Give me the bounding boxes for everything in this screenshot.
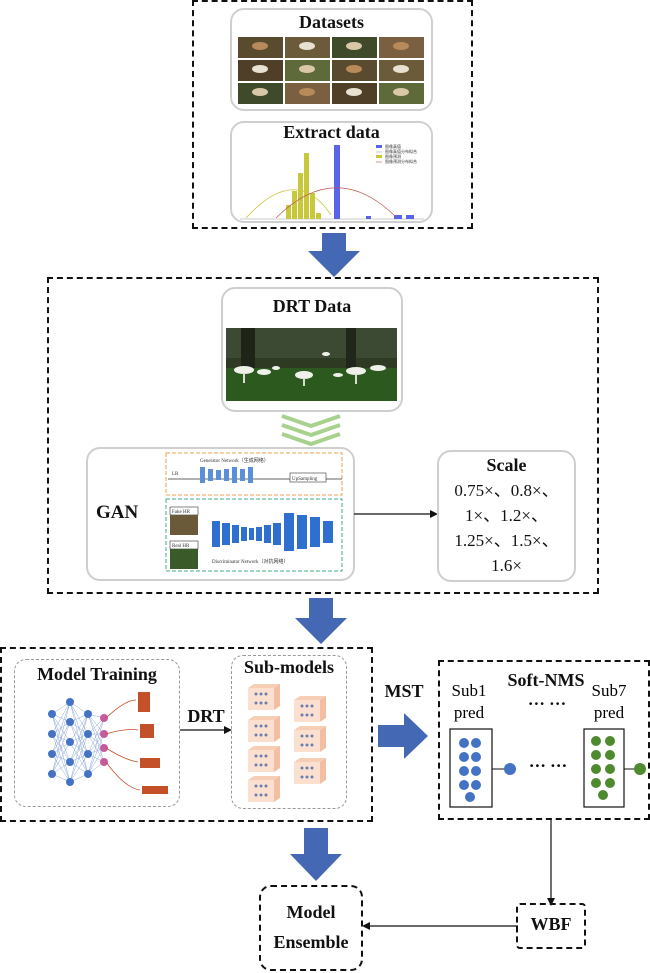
sub1-label: Sub1 pred xyxy=(440,680,498,724)
extract-title: Extract data xyxy=(283,122,380,142)
legend-item: 图像真值分布拟合 xyxy=(385,148,417,154)
network-node xyxy=(48,770,56,778)
scale-line: 0.75×、0.8×、 xyxy=(454,481,559,500)
submodel-cube xyxy=(294,696,326,722)
right-arrow-icon xyxy=(378,713,428,759)
soft-nms-title: Soft-NMS xyxy=(507,670,585,690)
training-section xyxy=(0,647,373,822)
augmentation-section xyxy=(47,277,599,594)
legend-item: 图像预测 xyxy=(385,153,401,159)
sub7-pred-box xyxy=(583,728,646,808)
sub7-line1: Sub7 xyxy=(591,681,627,700)
arrow-right-icon xyxy=(180,726,232,734)
mst-label: MST xyxy=(384,681,424,701)
model-training-box xyxy=(14,659,180,807)
down-arrow-icon xyxy=(295,598,347,644)
scale-title: Scale xyxy=(486,455,527,475)
sub1-pred-box xyxy=(449,728,516,808)
down-arrow-icon xyxy=(290,828,342,881)
network-node xyxy=(84,710,92,718)
network-node xyxy=(84,770,92,778)
arrow-left-icon xyxy=(362,922,518,930)
network-node xyxy=(100,758,108,766)
network-node xyxy=(66,698,74,706)
ensemble-line2: Ensemble xyxy=(273,932,349,952)
submodel-cube xyxy=(294,726,326,752)
upsampling-label: UpSampling xyxy=(292,477,318,482)
sub7-line2: pred xyxy=(593,703,625,722)
scale-line: 1×、1.2×、 xyxy=(465,506,548,525)
discriminator-label: Discriminator Network（对抗网络） xyxy=(212,558,289,565)
extract-box xyxy=(230,121,433,223)
lr-label: LR xyxy=(172,472,179,477)
arrow-right-icon xyxy=(354,510,438,518)
gan-architecture: Generator Network（生成网络） LR UpSampling Fa… xyxy=(165,452,343,572)
drt-arrow-label: DRT xyxy=(187,706,225,726)
ensemble-line1: Model xyxy=(286,902,336,922)
scale-values: 0.75×、0.8×、 1×、1.2×、 1.25×、1.5×、 1.6× xyxy=(437,478,576,578)
ellipsis-mid: … … xyxy=(528,752,568,771)
network-node xyxy=(100,730,108,738)
mushroom-field-photo xyxy=(226,328,397,401)
fake-hr-label: Fake HR xyxy=(172,510,191,515)
submodels-title: Sub-models xyxy=(243,657,335,677)
arrow-down-icon xyxy=(547,820,555,906)
neural-network xyxy=(48,692,168,794)
histogram-thumbnail: 图像真值 图像真值分布拟合 图像预测 图像预测分布拟合 xyxy=(240,143,424,220)
sub7-label: Sub7 pred xyxy=(580,680,638,724)
submodel-cube xyxy=(248,746,280,772)
soft-nms-section xyxy=(438,660,650,820)
submodel-cube xyxy=(248,776,280,802)
model-ensemble-box xyxy=(259,885,363,971)
network-node xyxy=(48,730,56,738)
network-node xyxy=(66,758,74,766)
gan-label: GAN xyxy=(96,502,139,523)
scale-line: 1.6× xyxy=(491,556,522,575)
network-node xyxy=(66,778,74,786)
legend-item: 图像真值 xyxy=(385,143,401,149)
scale-line: 1.25×、1.5×、 xyxy=(454,531,559,550)
drt-data-title: DRT Data xyxy=(272,296,352,316)
mushroom-photo-grid xyxy=(238,37,424,104)
data-section xyxy=(192,0,473,229)
down-arrow-icon xyxy=(308,233,360,277)
sub1-line1: Sub1 xyxy=(451,681,487,700)
submodel-cube xyxy=(248,716,280,742)
generator-label: Generator Network（生成网络） xyxy=(200,457,269,464)
submodels-box xyxy=(231,655,347,809)
real-hr-label: Real HR xyxy=(172,544,190,549)
scale-box xyxy=(437,450,576,582)
submodel-cube xyxy=(294,758,326,784)
ellipsis-top: … … xyxy=(527,690,567,709)
chevron-down-icon xyxy=(281,414,341,447)
wbf-label: WBF xyxy=(530,914,572,934)
network-node xyxy=(48,750,56,758)
model-ensemble-label: Model Ensemble xyxy=(259,897,363,957)
network-node xyxy=(48,710,56,718)
model-training-title: Model Training xyxy=(37,664,157,684)
network-node xyxy=(100,714,108,722)
sub1-line2: pred xyxy=(453,703,485,722)
histogram-bars-blue xyxy=(334,145,414,219)
network-node xyxy=(84,730,92,738)
submodel-cubes xyxy=(248,684,326,802)
network-node xyxy=(100,744,108,752)
network-node xyxy=(84,750,92,758)
histogram-bars-yellow xyxy=(286,153,321,219)
submodel-cube xyxy=(248,684,280,710)
network-node xyxy=(66,718,74,726)
datasets-title: Datasets xyxy=(299,12,364,32)
gan-box xyxy=(86,447,355,581)
network-node xyxy=(66,738,74,746)
legend-item: 图像预测分布拟合 xyxy=(385,158,417,164)
